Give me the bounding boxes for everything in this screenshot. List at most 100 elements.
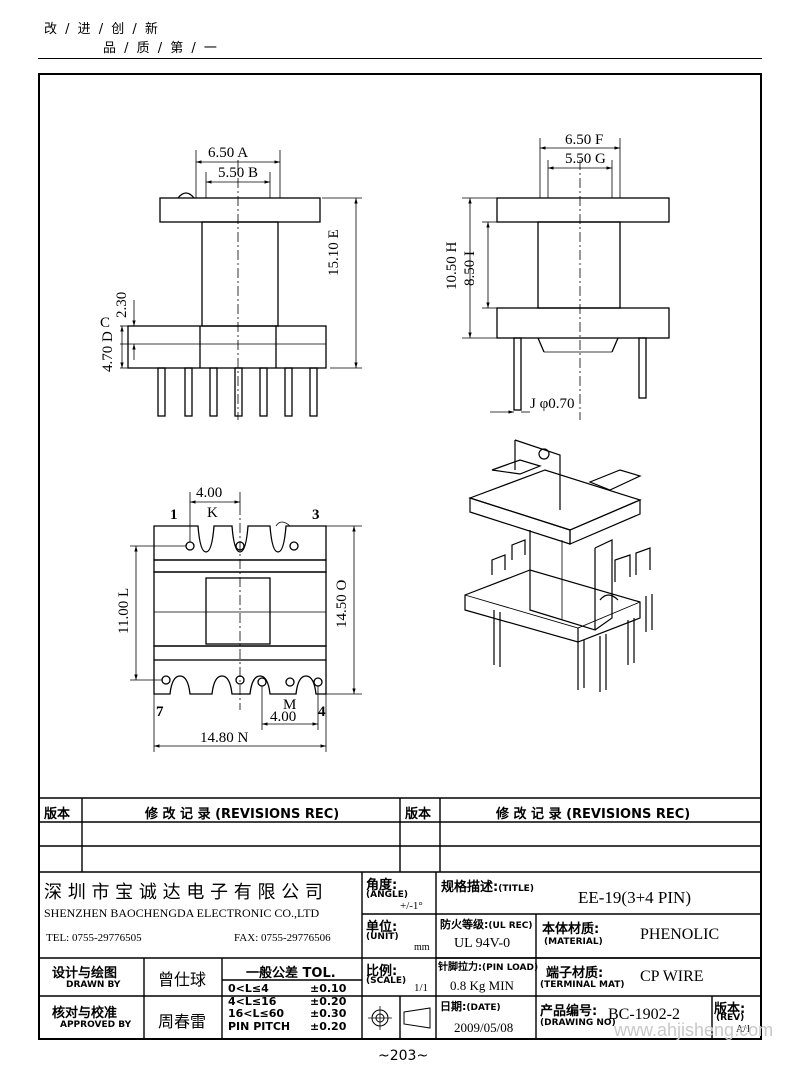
front-view xyxy=(120,150,362,420)
drawn-by-label-en: DRAWN BY xyxy=(66,980,121,990)
terminal-label: 端子材质: xyxy=(546,966,604,981)
bottom-core-window xyxy=(205,577,271,645)
scale-value: 1/1 xyxy=(414,982,429,994)
front-top-flange xyxy=(159,197,321,223)
dim-front-c-tag: C xyxy=(100,315,111,331)
front-base xyxy=(127,325,327,369)
rev-col-records-left: 修 改 记 录 (REVISIONS REC) xyxy=(145,807,340,822)
front-pin-2 xyxy=(184,367,193,417)
terminal-label-en: (TERMINAL MAT) xyxy=(540,980,625,990)
isometric-view xyxy=(464,439,653,692)
dim-side-h-outer: 10.50 H xyxy=(444,241,460,290)
rev-label: 版本: xyxy=(714,1002,746,1017)
material-label-en: (MATERIAL) xyxy=(544,937,603,947)
material-label: 本体材质: xyxy=(542,922,600,937)
material-value: PHENOLIC xyxy=(640,926,720,943)
front-pin-4 xyxy=(234,367,243,417)
bottom-hole-3 xyxy=(289,541,299,551)
tolerance-row: 16<L≤60±0.30 xyxy=(228,1007,347,1020)
dim-bottom-m-tag: M xyxy=(283,697,297,713)
rev-value: A/1 xyxy=(736,1024,751,1035)
rev-col-records-right: 修 改 记 录 (REVISIONS REC) xyxy=(496,807,691,822)
dim-side-h-inner: 8.50 I xyxy=(462,251,478,286)
dim-side-w-inner: 5.50 G xyxy=(565,151,606,167)
watermark: www.ahjisheng.com xyxy=(614,1020,774,1040)
drawno-label: 产品编号: xyxy=(540,1004,598,1019)
front-pin-3 xyxy=(209,367,218,417)
title-value: EE-19(3+4 PIN) xyxy=(578,888,691,907)
pin-label-3: 3 xyxy=(312,507,320,523)
date-label: 日期:(DATE) xyxy=(440,1000,501,1013)
dim-front-h: 15.10 E xyxy=(326,229,342,276)
pinload-value: 0.8 Kg MIN xyxy=(450,978,514,993)
pin-label-7: 7 xyxy=(156,704,164,720)
approved-by-label: 核对与校准 xyxy=(52,1006,118,1021)
front-pin-6 xyxy=(284,367,293,417)
tolerance-title: 一般公差 TOL. xyxy=(246,966,336,981)
drawno-label-en: (DRAWING NO) xyxy=(540,1018,616,1028)
pin-label-1: 1 xyxy=(170,507,178,523)
company-fax: FAX: 0755-29776506 xyxy=(234,932,331,944)
iso-base xyxy=(464,569,641,643)
angle-label-en: (ANGLE) xyxy=(366,890,408,900)
side-pin-right xyxy=(638,337,647,399)
bottom-bottom-rail xyxy=(153,660,327,695)
unit-value: mm xyxy=(414,942,430,953)
dim-bottom-h-inner: 11.00 L xyxy=(116,587,132,634)
iso-top-flange-top xyxy=(468,469,642,531)
title-block-grid xyxy=(38,797,762,1040)
dim-front-230: 2.30 xyxy=(114,291,130,318)
pinload-label: 针脚拉力:(PIN LOAD) xyxy=(438,962,539,973)
terminal-value: CP WIRE xyxy=(640,968,704,985)
approved-by-label-en: APPROVED BY xyxy=(60,1020,132,1030)
rev-label-en: (REV) xyxy=(716,1013,745,1023)
title-label: 规格描述:(TITLE) xyxy=(441,880,534,895)
front-pin-1 xyxy=(157,367,166,417)
header-rule xyxy=(38,58,762,59)
dim-bottom-h-outer: 14.50 O xyxy=(334,579,350,628)
unit-label-en: (UNIT) xyxy=(366,932,399,942)
slogan-line2: 品 / 质 / 第 / 一 xyxy=(103,41,219,56)
dim-bottom-width: 14.80 N xyxy=(200,730,249,746)
date-value: 2009/05/08 xyxy=(454,1020,514,1035)
ul-label: 防火等级:(UL REC) xyxy=(440,918,533,931)
company-tel: TEL: 0755-29776505 xyxy=(46,932,142,944)
front-bobbin-core xyxy=(201,221,279,327)
slogan-line1: 改 / 进 / 创 / 新 xyxy=(44,22,160,37)
rev-col-version-left: 版本 xyxy=(44,807,71,822)
angle-label: 角度: xyxy=(366,878,398,893)
rev-col-version-right: 版本 xyxy=(405,807,432,822)
dim-pin-diameter: J φ0.70 xyxy=(530,396,575,412)
bottom-top-rail xyxy=(153,525,327,561)
company-name-en: SHENZHEN BAOCHENGDA ELECTRONIC CO.,LTD xyxy=(44,906,320,920)
angle-value: +/-1° xyxy=(400,900,423,912)
dim-bottom-k-tag: K xyxy=(207,505,218,521)
tolerance-row: 4<L≤16±0.20 xyxy=(228,994,347,1008)
ul-value: UL 94V-0 xyxy=(454,936,511,951)
side-pin-left xyxy=(513,337,522,411)
side-top-flange xyxy=(496,197,670,223)
bottom-view xyxy=(130,492,362,752)
front-pin-7 xyxy=(309,367,318,417)
pin-label-4: 4 xyxy=(318,704,326,720)
bottom-hole-1 xyxy=(185,541,195,551)
page-number: ~203~ xyxy=(378,1048,429,1064)
scale-label: 比例: xyxy=(366,964,398,979)
scale-label-en: (SCALE) xyxy=(366,976,407,986)
front-top-notch xyxy=(177,192,195,199)
dim-side-w-outer: 6.50 F xyxy=(565,132,604,148)
drawn-by-value: 曾仕球 xyxy=(158,970,207,989)
drawno-value: BC-1902-2 xyxy=(608,1006,680,1023)
dim-bottom-pitch-bot: 4.00 xyxy=(270,709,297,725)
company-name-cn: 深 圳 市 宝 诚 达 电 子 有 限 公 司 xyxy=(44,882,323,903)
dim-front-470: 4.70 D xyxy=(100,331,116,372)
tolerance-row: 0<L≤4±0.10 xyxy=(228,982,347,995)
drawn-by-label: 设计与绘图 xyxy=(52,966,118,981)
side-core xyxy=(537,221,621,309)
tolerance-row: PIN PITCH±0.20 xyxy=(228,1019,347,1033)
dim-front-w-inner: 5.50 B xyxy=(218,165,259,181)
unit-label: 单位: xyxy=(366,920,398,935)
approved-by-value: 周春雷 xyxy=(158,1012,207,1031)
dim-front-w-outer: 6.50 A xyxy=(208,145,249,161)
